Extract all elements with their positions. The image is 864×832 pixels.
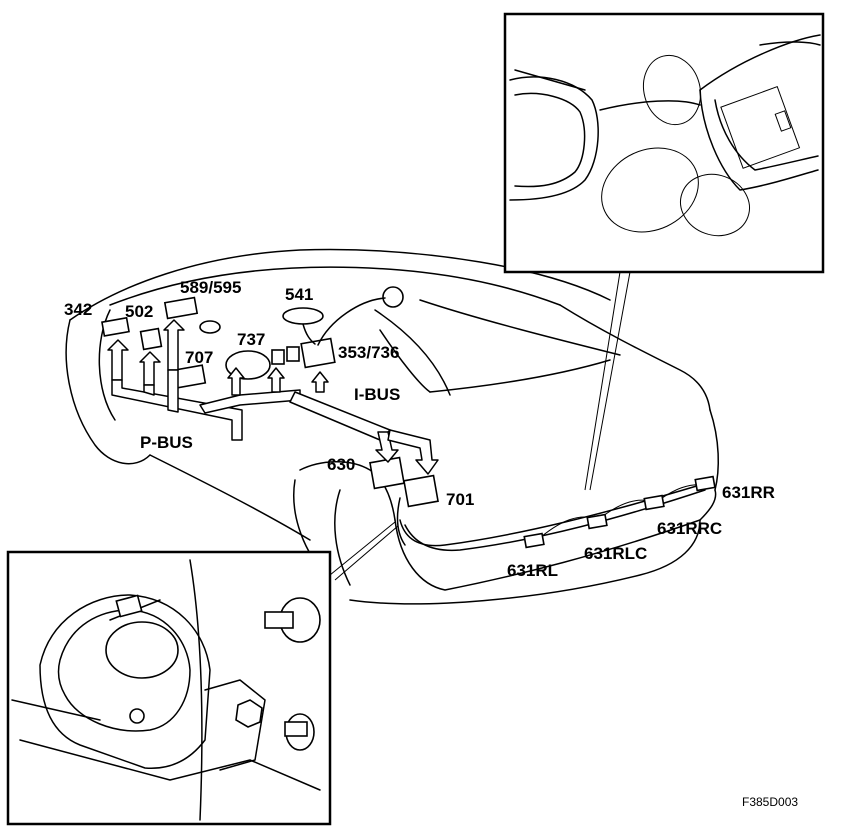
label-630: 630 [327, 455, 355, 474]
inset-top-right [503, 12, 825, 274]
figure-code: F385D003 [742, 795, 798, 809]
module-353-736 [300, 337, 336, 369]
label-737: 737 [237, 330, 265, 349]
components [101, 286, 439, 508]
module-small-b [286, 346, 300, 362]
label-707: 707 [185, 348, 213, 367]
module-701 [403, 474, 439, 508]
callout-line-bottom [329, 521, 399, 581]
label-589-595: 589/595 [180, 278, 241, 297]
module-630 [369, 456, 405, 490]
car-outline [65, 248, 720, 605]
module-541 [282, 307, 324, 325]
label-631rl: 631RL [507, 561, 558, 580]
module-589-595 [163, 296, 199, 320]
connector-631rrc [643, 494, 665, 511]
module-small-a [271, 349, 285, 365]
labels: 342 502 589/595 541 737 707 353/736 I-BU… [64, 278, 798, 809]
inset-bottom-left [6, 550, 332, 826]
label-502: 502 [125, 302, 153, 321]
module-502 [139, 327, 163, 351]
wire-roof [317, 297, 386, 346]
label-701: 701 [446, 490, 474, 509]
connector-631rr [694, 475, 716, 492]
wire-roof-b [374, 309, 451, 396]
i-bus-arrows [289, 391, 439, 475]
label-631rlc: 631RLC [584, 544, 647, 563]
module-342 [101, 316, 130, 337]
label-631rr: 631RR [722, 483, 775, 502]
label-p-bus: P-BUS [140, 433, 193, 452]
callout-line-top [584, 271, 631, 491]
label-631rrc: 631RRC [657, 519, 722, 538]
label-342: 342 [64, 300, 92, 319]
label-i-bus: I-BUS [354, 385, 400, 404]
connector-631rlc [586, 513, 608, 530]
wire-541 [302, 323, 316, 345]
module-roof-sensor [382, 286, 404, 308]
connector-631rl [523, 532, 545, 549]
label-541: 541 [285, 285, 313, 304]
label-353-736: 353/736 [338, 343, 399, 362]
module-unknown-small [199, 320, 221, 334]
